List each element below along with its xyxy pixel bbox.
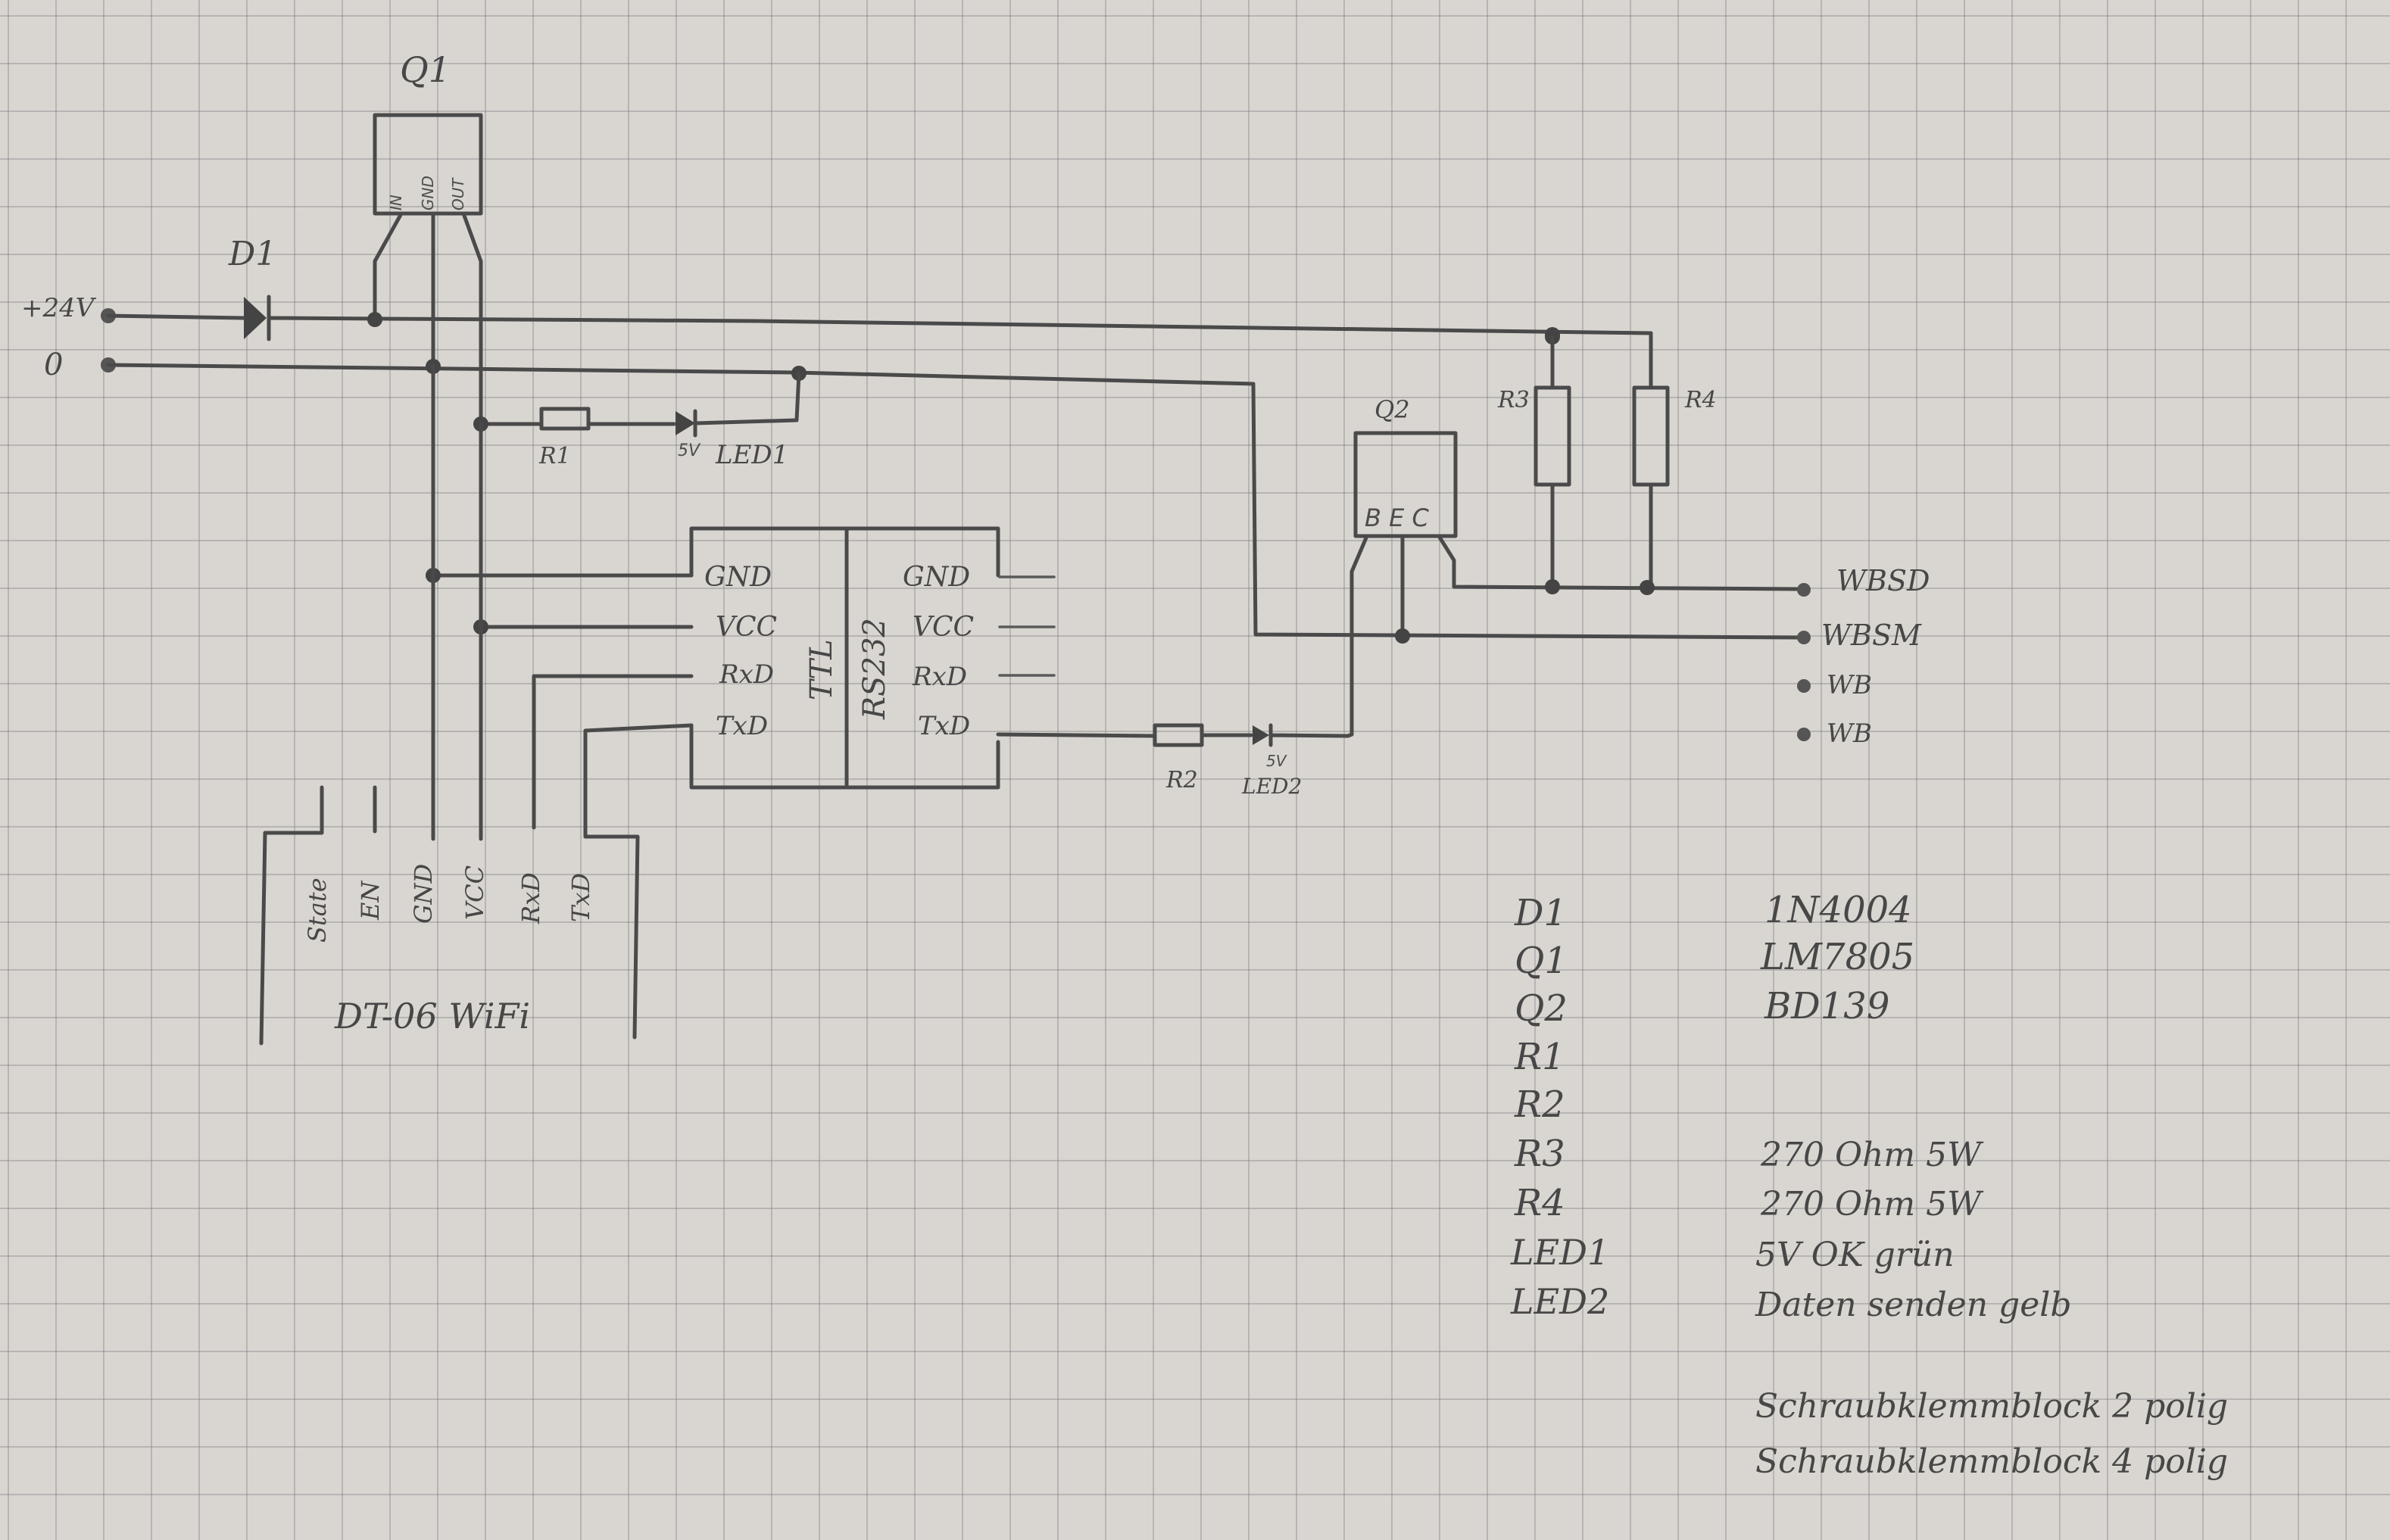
terminal-wbsd-label: WBSD <box>1836 564 1930 597</box>
module-pin-state: State <box>303 878 332 943</box>
part-ref: Q1 <box>1515 940 1568 982</box>
q1-lead-in <box>373 211 404 322</box>
converter-left-pin-vcc: VCC <box>716 612 777 643</box>
r3-label: R3 <box>1497 387 1530 413</box>
module-pin-rxd: RxD <box>516 872 545 924</box>
module-label: DT-06 WiFi <box>334 996 530 1037</box>
part-value: Daten senden gelb <box>1755 1286 2071 1324</box>
led2-label: LED2 <box>1241 774 1302 799</box>
supply-zero-label: 0 <box>44 348 63 382</box>
part-ref: R1 <box>1514 1036 1565 1078</box>
part-value: 5V OK grün <box>1755 1236 1955 1274</box>
led1-to-zero-wire <box>693 371 801 426</box>
led2-symbol <box>1253 725 1269 745</box>
terminal-wb-1 <box>1797 679 1811 693</box>
module-outline-right <box>583 834 640 1040</box>
terminal-wbsd <box>1797 583 1811 597</box>
converter-right-stubs <box>998 575 1056 677</box>
part-ref: R2 <box>1514 1083 1565 1126</box>
junction-dot <box>1640 580 1655 595</box>
converter-rs232-label: RS232 <box>857 618 892 720</box>
part-value: BD139 <box>1764 985 1889 1027</box>
terminal-wb1-label: WB <box>1827 670 1872 700</box>
module-pin-vcc: VCC <box>460 865 489 920</box>
rail-zero <box>106 363 1256 386</box>
r2-body <box>1153 723 1204 747</box>
q2-body <box>1353 431 1458 538</box>
module-pin-en: EN <box>356 881 385 921</box>
converter-right-pin-vcc: VCC <box>913 612 974 643</box>
wire-txd-converter <box>583 723 694 839</box>
converter-left-pin-gnd: GND <box>704 562 772 593</box>
part-value: 270 Ohm 5W <box>1760 1185 1984 1224</box>
q1-pin-gnd: GND <box>419 176 437 210</box>
part-ref: LED2 <box>1510 1281 1609 1322</box>
converter-left-pin-rxd: RxD <box>719 659 774 690</box>
r2-label: R2 <box>1165 767 1198 793</box>
led1-symbol <box>676 411 695 435</box>
led2-voltage-label: 5V <box>1266 752 1287 770</box>
r1-body <box>539 407 591 431</box>
r4-body <box>1632 385 1670 487</box>
part-value: 270 Ohm 5W <box>1760 1136 1984 1174</box>
note-terminal-block-4: Schraubklemmblock 4 polig <box>1755 1442 2228 1481</box>
wbsm-wire <box>1251 382 1801 640</box>
part-ref: Q2 <box>1515 987 1568 1030</box>
r3-body <box>1534 385 1571 487</box>
note-terminal-block-2: Schraubklemmblock 2 polig <box>1755 1387 2228 1426</box>
q2-lead-collector <box>1437 534 1801 591</box>
q1-pin-in: IN <box>387 195 405 210</box>
wire-rs232-txd <box>996 732 1157 738</box>
r4-label: R4 <box>1684 387 1717 413</box>
module-pin-txd: TxD <box>566 873 595 922</box>
part-ref: R4 <box>1514 1182 1565 1224</box>
part-value: 1N4004 <box>1764 889 1912 931</box>
parts-list: D1 1N4004 Q1 LM7805 Q2 BD139 R1 R2 R3 27… <box>1510 889 2071 1324</box>
wire-rxd-converter <box>532 674 694 830</box>
led1-label: LED1 <box>715 440 788 470</box>
terminal-wbsm <box>1797 631 1811 644</box>
terminal-wb2-label: WB <box>1827 719 1872 749</box>
module-outline-left <box>259 785 324 1046</box>
junction-dot <box>1545 579 1560 594</box>
led2-to-q2-wire <box>1268 723 1350 747</box>
junction-dot <box>367 312 382 327</box>
rail-24v <box>106 313 1653 335</box>
terminal-wbsm-label: WBSM <box>1821 619 1922 652</box>
part-ref: D1 <box>1514 892 1567 934</box>
converter-right-pin-gnd: GND <box>903 562 970 593</box>
terminal-wb-2 <box>1797 728 1811 741</box>
q2-lead-base <box>1346 534 1369 738</box>
supply-plus-label: +24V <box>21 293 97 323</box>
converter-right-pin-txd: TxD <box>918 711 970 741</box>
d1-label: D1 <box>228 235 276 273</box>
q1-body <box>373 113 483 216</box>
part-value: LM7805 <box>1760 936 1914 978</box>
converter-left-pin-txd: TxD <box>716 711 768 741</box>
d1-symbol <box>244 297 267 339</box>
q2-pin-labels: B E C <box>1365 503 1430 532</box>
junction-dot <box>1395 628 1410 644</box>
q2-label: Q2 <box>1374 395 1410 424</box>
converter-right-pin-rxd: RxD <box>912 662 967 692</box>
module-pin-gnd: GND <box>409 864 438 924</box>
r1-label: R1 <box>538 443 571 469</box>
part-ref: LED1 <box>1510 1232 1609 1273</box>
converter-ttl-label: TTL <box>804 639 839 700</box>
part-ref: R3 <box>1514 1133 1565 1175</box>
led1-voltage-label: 5V <box>678 441 701 460</box>
q1-label: Q1 <box>400 49 451 90</box>
q1-pin-out: OUT <box>449 177 467 210</box>
